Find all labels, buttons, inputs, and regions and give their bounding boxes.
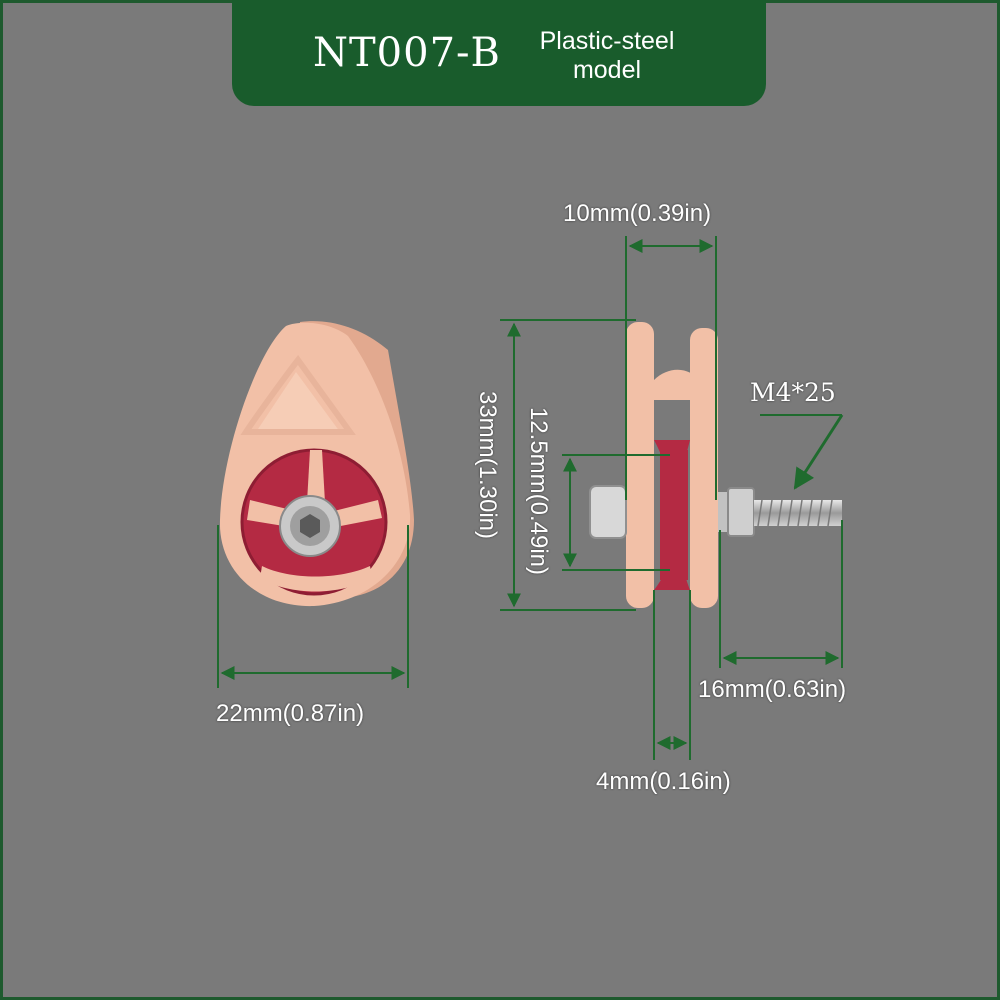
side-view-roller [589, 322, 842, 608]
groove-height-label: 12.5mm(0.49in) [525, 406, 552, 576]
bolt-length-label: 16mm(0.63in) [698, 676, 847, 703]
side-width-label: 10mm(0.39in) [563, 200, 712, 227]
total-height-dimension [500, 319, 636, 611]
groove-height-dimension [562, 454, 670, 571]
model-code: NT007-B [313, 30, 501, 76]
bolt-length-dimension [719, 520, 843, 668]
model-type: Plastic-steel model [539, 27, 675, 84]
total-height-label: 33mm(1.30in) [474, 390, 501, 540]
bolt-spec-label: M4*25 [750, 378, 836, 407]
groove-width-label: 4mm(0.16in) [596, 768, 731, 795]
model-banner [232, 0, 766, 106]
groove-width-dimension [653, 590, 691, 760]
bolt-spec-leader [760, 414, 844, 490]
front-width-label: 22mm(0.87in) [216, 700, 365, 727]
front-view-roller [219, 321, 414, 607]
front-width-dimension [217, 525, 409, 688]
